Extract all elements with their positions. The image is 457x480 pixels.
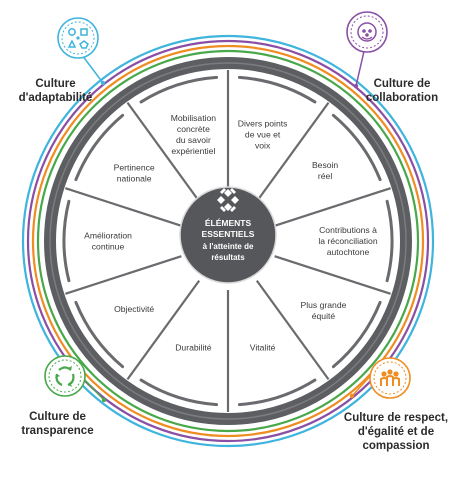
segment-amelioration-line-0: Amélioration (84, 231, 132, 241)
spoke-7 (65, 255, 182, 295)
segment-equite-line-1: équité (312, 311, 336, 321)
segment-arcs (62, 75, 394, 407)
segment-contributions-line-1: la réconciliation (318, 236, 377, 246)
connector-line-tl (81, 54, 104, 84)
segment-objectivite: Objectivité (114, 304, 154, 314)
spoke-9 (126, 102, 201, 203)
segment-contributions-line-0: Contributions à (319, 225, 377, 235)
segment-divers-points-line-1: de vue et (245, 129, 281, 139)
segment-arc-9 (139, 75, 219, 104)
spoke-2 (274, 187, 391, 227)
hub-subtitle-line2: résultats (211, 253, 245, 262)
segment-contributions: Contributions àla réconciliationautochto… (318, 225, 377, 257)
culture-transparence-line2: transparence (21, 425, 94, 437)
spokes (65, 70, 391, 412)
segment-arc-4 (237, 378, 317, 407)
segment-objectivite-line-0: Objectivité (114, 304, 154, 314)
people-icon (346, 11, 388, 53)
segment-durabilite: Durabilité (175, 343, 212, 353)
spoke-3 (274, 255, 391, 295)
segment-arc-5 (139, 378, 219, 407)
segment-vitalite: Vitalité (250, 343, 276, 353)
segment-mobilisation-line-1: concrète (177, 124, 210, 134)
hub-title-line1: ÉLÉMENTS (205, 218, 252, 228)
segment-besoin-reel-line-1: réel (318, 171, 332, 181)
segment-contributions-line-2: autochtone (327, 247, 370, 257)
hub-title-line2: ESSENTIELS (202, 229, 255, 239)
culture-respect-line1: Culture de respect, (343, 412, 449, 424)
segment-divers-points-line-0: Divers points (238, 118, 288, 128)
segment-durabilite-line-0: Durabilité (175, 343, 212, 353)
wheel-border-highlight (49, 62, 407, 420)
ring-green (36, 49, 420, 433)
segment-arc-3 (331, 300, 382, 369)
culture-adaptabilite-line1: Culture (35, 78, 76, 90)
culture-transparence-label: Culture de transparence (10, 410, 105, 438)
segment-arc-8 (74, 113, 125, 182)
segment-arc-2 (385, 199, 394, 283)
culture-respect-line2: d'égalité et de (357, 426, 435, 438)
hub-logo-icon (217, 188, 239, 212)
group-icon (369, 357, 411, 399)
ring-purple (26, 39, 430, 443)
ring-blue (21, 34, 435, 448)
shapes-icon (57, 17, 99, 59)
segment-arc-1 (331, 113, 382, 182)
segment-arc-0 (237, 75, 317, 104)
segment-arc-7 (62, 199, 71, 283)
segment-amelioration-line-1: continue (92, 242, 125, 252)
connector-line-tr (355, 46, 366, 87)
segment-pertinence-line-1: nationale (117, 173, 152, 183)
segment-arc-6 (74, 300, 125, 369)
spoke-6 (126, 279, 201, 380)
culture-collaboration-line1: Culture de (373, 78, 431, 90)
hub-subtitle-line1: à l'atteinte de (203, 242, 254, 251)
culture-respect-line3: compassion (362, 440, 430, 452)
spoke-1 (255, 102, 330, 203)
spoke-8 (65, 187, 182, 227)
spoke-4 (255, 279, 330, 380)
segment-mobilisation-line-0: Mobilisation (171, 113, 217, 123)
segment-mobilisation-line-3: expérientiel (171, 146, 215, 156)
segment-equite-line-0: Plus grande (301, 300, 347, 310)
segment-divers-points-line-2: voix (255, 140, 271, 150)
culture-respect-label: Culture de respect, d'égalité et de comp… (338, 411, 454, 453)
segment-besoin-reel-line-0: Besoin (312, 160, 338, 170)
culture-collaboration-label: Culture de collaboration (352, 77, 452, 105)
recycle-icon (44, 355, 86, 397)
center-hub (179, 186, 277, 284)
culture-adaptabilite-line2: d'adaptabilité (18, 92, 93, 104)
culture-adaptabilite-label: Culture d'adaptabilité (8, 77, 103, 105)
segment-vitalite-line-0: Vitalité (250, 343, 276, 353)
segment-mobilisation-line-2: du savoir (176, 135, 211, 145)
culture-collaboration-line2: collaboration (365, 92, 439, 104)
culture-transparence-line1: Culture de (29, 411, 86, 423)
ring-orange (31, 44, 425, 438)
segment-pertinence-line-0: Pertinence (114, 162, 155, 172)
